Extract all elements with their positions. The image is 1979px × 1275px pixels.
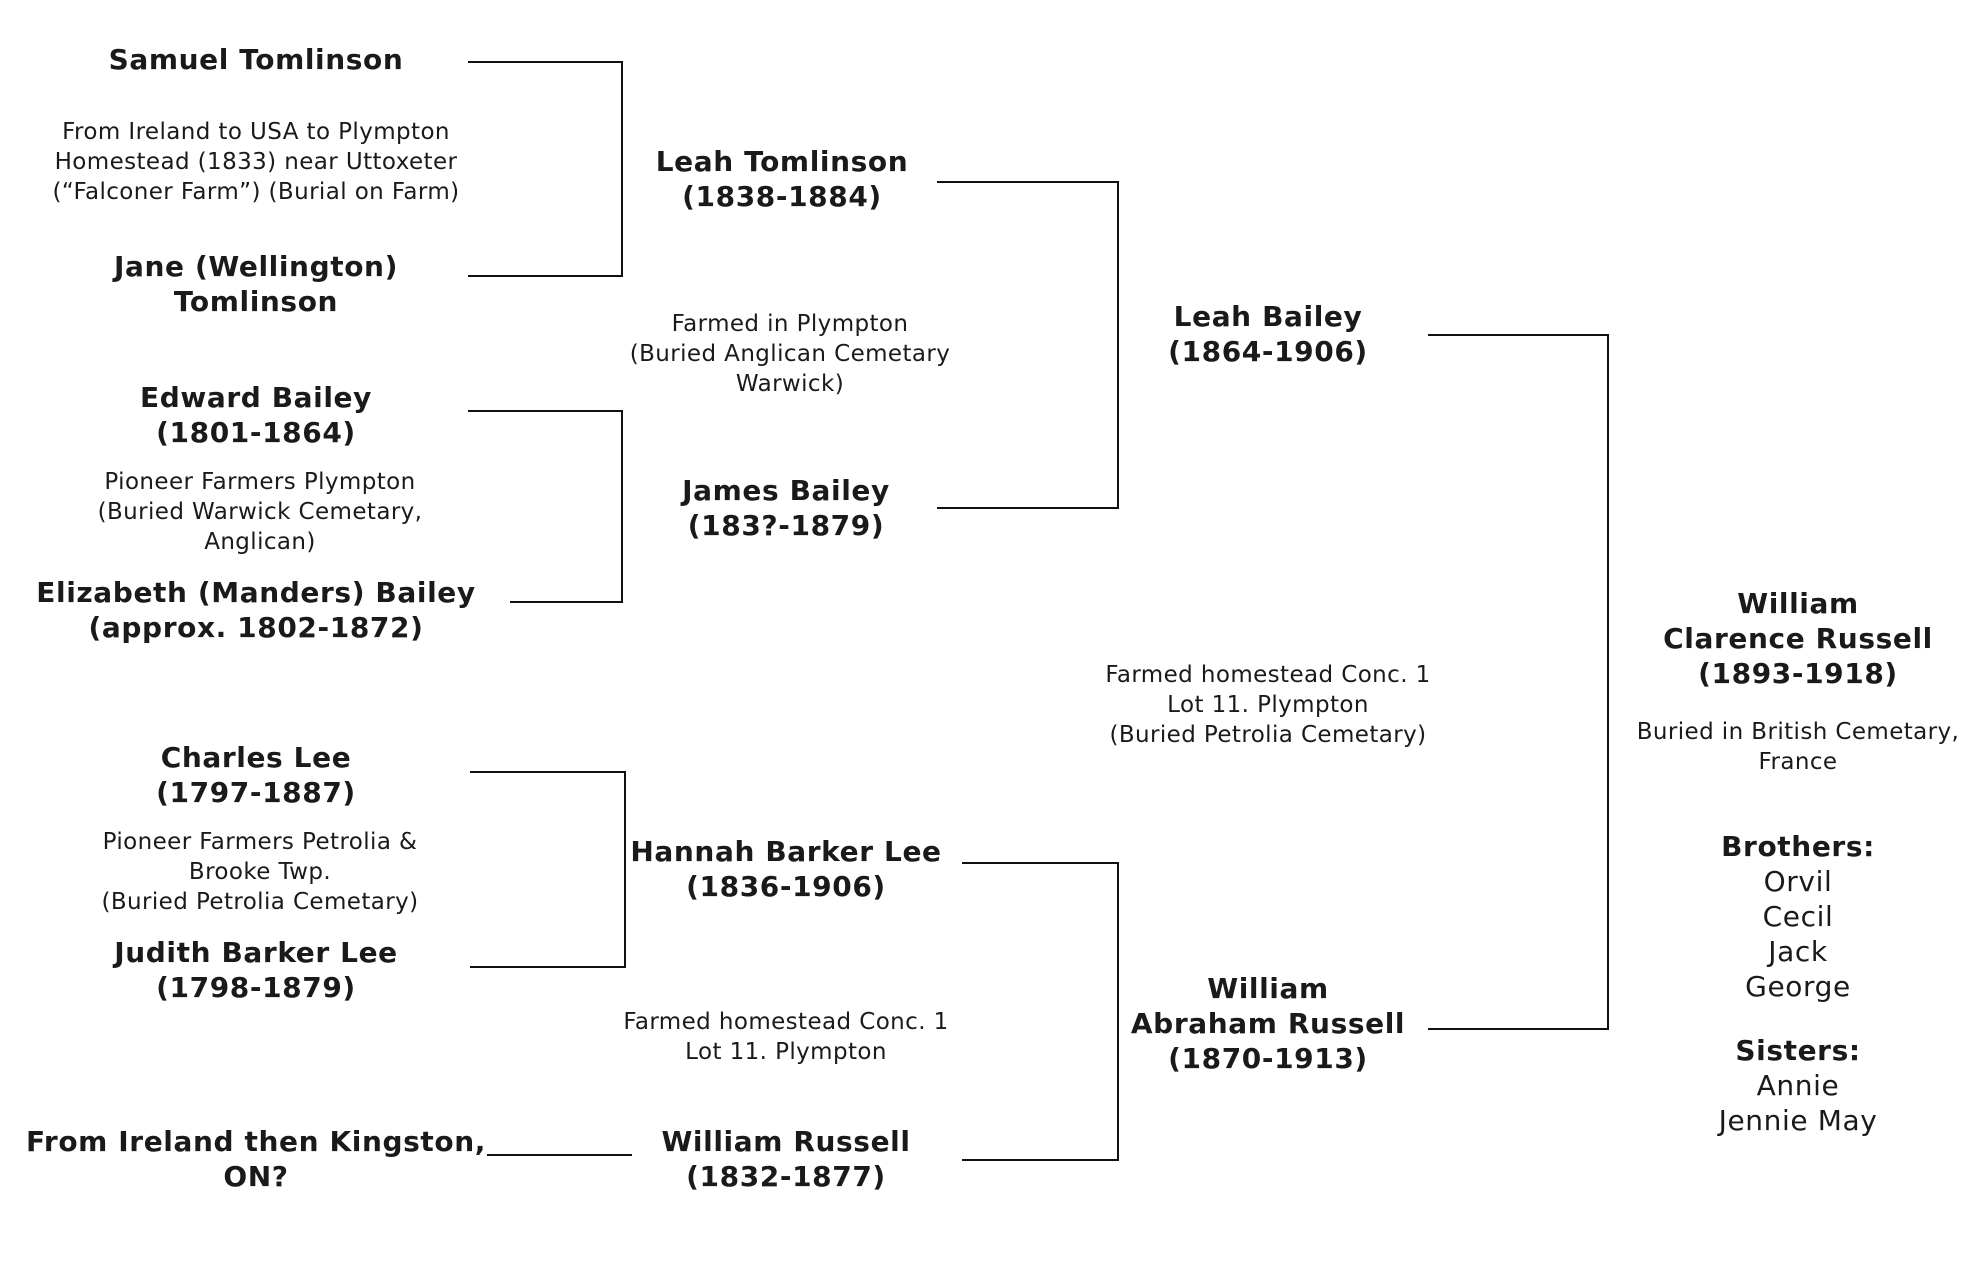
brother-name: George: [1745, 970, 1851, 1003]
person-name: From Ireland then Kingston,: [25, 1125, 487, 1158]
person-samuel-tomlinson: Samuel Tomlinson: [109, 42, 404, 77]
person-william-abraham-russell: William Abraham Russell (1870-1913): [1131, 971, 1405, 1076]
person-dates: (approx. 1802-1872): [88, 611, 424, 644]
person-hannah-barker-lee: Hannah Barker Lee (1836-1906): [630, 834, 941, 904]
note-william-clarence-russell: Buried in British Cemetary, France: [1637, 717, 1960, 777]
person-name: Clarence Russell: [1663, 622, 1933, 655]
note-line: Farmed homestead Conc. 1: [623, 1009, 949, 1035]
person-name: Elizabeth (Manders) Bailey: [36, 576, 476, 609]
note-hannah-william: Farmed homestead Conc. 1 Lot 11. Plympto…: [623, 1007, 948, 1067]
note-line: Pioneer Farmers Petrolia &: [102, 829, 418, 855]
person-name: Jane (Wellington): [114, 250, 398, 283]
note-line: France: [1758, 749, 1838, 775]
person-james-bailey: James Bailey (183?-1879): [682, 473, 890, 543]
note-line: Anglican): [204, 529, 316, 555]
note-line: Lot 11. Plympton: [685, 1039, 887, 1065]
sister-name: Jennie May: [1718, 1104, 1878, 1137]
note-line: Brooke Twp.: [188, 859, 332, 885]
person-edward-bailey: Edward Bailey (1801-1864): [140, 380, 372, 450]
person-jane-tomlinson: Jane (Wellington) Tomlinson: [114, 249, 398, 319]
person-name: Samuel Tomlinson: [108, 43, 404, 76]
brother-name: Jack: [1768, 935, 1828, 968]
note-line: (Buried Petrolia Cemetary): [101, 889, 419, 915]
person-name: James Bailey: [682, 474, 890, 507]
connector-leah-bailey-william-abraham: [1428, 334, 1609, 1030]
note-line: Homestead (1833) near Uttoxeter: [54, 149, 458, 175]
sister-name: Annie: [1756, 1069, 1840, 1102]
person-russell-origin: From Ireland then Kingston, ON?: [26, 1124, 486, 1194]
person-dates: (1893-1918): [1698, 657, 1898, 690]
person-name: Tomlinson: [173, 285, 339, 318]
connector-hannah-william: [962, 862, 1119, 1161]
connector-lee-parents: [470, 771, 626, 968]
sisters-label: Sisters:: [1735, 1034, 1861, 1067]
person-william-clarence-russell: William Clarence Russell (1893-1918): [1663, 586, 1933, 691]
connector-tomlinson-parents: [468, 61, 623, 277]
note-edward-bailey: Pioneer Farmers Plympton (Buried Warwick…: [98, 467, 423, 557]
connector-bailey-parents: [468, 410, 623, 603]
person-dates: (1836-1906): [686, 870, 886, 903]
person-name: William: [1207, 972, 1329, 1005]
note-line: (“Falconer Farm”) (Burial on Farm): [52, 179, 460, 205]
person-charles-lee: Charles Lee (1797-1887): [156, 740, 356, 810]
note-line: (Buried Petrolia Cemetary): [1109, 722, 1427, 748]
note-line: Pioneer Farmers Plympton: [104, 469, 416, 495]
person-name: Leah Bailey: [1173, 300, 1363, 333]
note-line: Buried in British Cemetary,: [1636, 719, 1960, 745]
person-dates: (1797-1887): [156, 776, 356, 809]
siblings-sisters: Sisters: Annie Jennie May: [1719, 1033, 1878, 1138]
note-leah-james: Farmed in Plympton (Buried Anglican Ceme…: [630, 309, 951, 399]
siblings-brothers: Brothers: Orvil Cecil Jack George: [1721, 829, 1875, 1004]
person-name: Hannah Barker Lee: [630, 835, 942, 868]
note-line: Lot 11. Plympton: [1167, 692, 1369, 718]
person-dates: (1838-1884): [682, 180, 882, 213]
person-name: Leah Tomlinson: [655, 145, 909, 178]
person-elizabeth-bailey: Elizabeth (Manders) Bailey (approx. 1802…: [36, 575, 475, 645]
person-name: Edward Bailey: [139, 381, 373, 414]
person-leah-bailey: Leah Bailey (1864-1906): [1168, 299, 1368, 369]
person-judith-barker-lee: Judith Barker Lee (1798-1879): [114, 935, 398, 1005]
note-line: From Ireland to USA to Plympton: [62, 119, 450, 145]
person-dates: (1864-1906): [1168, 335, 1368, 368]
connector-leah-james: [937, 181, 1119, 509]
note-line: (Buried Anglican Cemetary: [629, 341, 951, 367]
person-dates: (1801-1864): [156, 416, 356, 449]
note-line: Farmed homestead Conc. 1: [1105, 662, 1431, 688]
person-name: Charles Lee: [160, 741, 352, 774]
person-name: William Russell: [661, 1125, 911, 1158]
note-line: (Buried Warwick Cemetary,: [97, 499, 423, 525]
note-line: Farmed in Plympton: [671, 311, 909, 337]
person-dates: (1798-1879): [156, 971, 356, 1004]
person-name: William: [1737, 587, 1859, 620]
brother-name: Cecil: [1762, 900, 1834, 933]
person-william-russell: William Russell (1832-1877): [661, 1124, 910, 1194]
note-charles-lee: Pioneer Farmers Petrolia & Brooke Twp. (…: [102, 827, 419, 917]
brother-name: Orvil: [1763, 865, 1833, 898]
person-name: Judith Barker Lee: [114, 936, 398, 969]
note-samuel-tomlinson: From Ireland to USA to Plympton Homestea…: [52, 117, 459, 207]
note-line: Warwick): [735, 371, 845, 397]
person-leah-tomlinson: Leah Tomlinson (1838-1884): [656, 144, 909, 214]
person-dates: (1870-1913): [1168, 1042, 1368, 1075]
note-leah-william-abraham: Farmed homestead Conc. 1 Lot 11. Plympto…: [1105, 660, 1430, 750]
person-dates: (1832-1877): [686, 1160, 886, 1193]
person-name: Abraham Russell: [1130, 1007, 1406, 1040]
brothers-label: Brothers:: [1721, 830, 1875, 863]
person-name: ON?: [223, 1160, 289, 1193]
person-dates: (183?-1879): [687, 509, 885, 542]
